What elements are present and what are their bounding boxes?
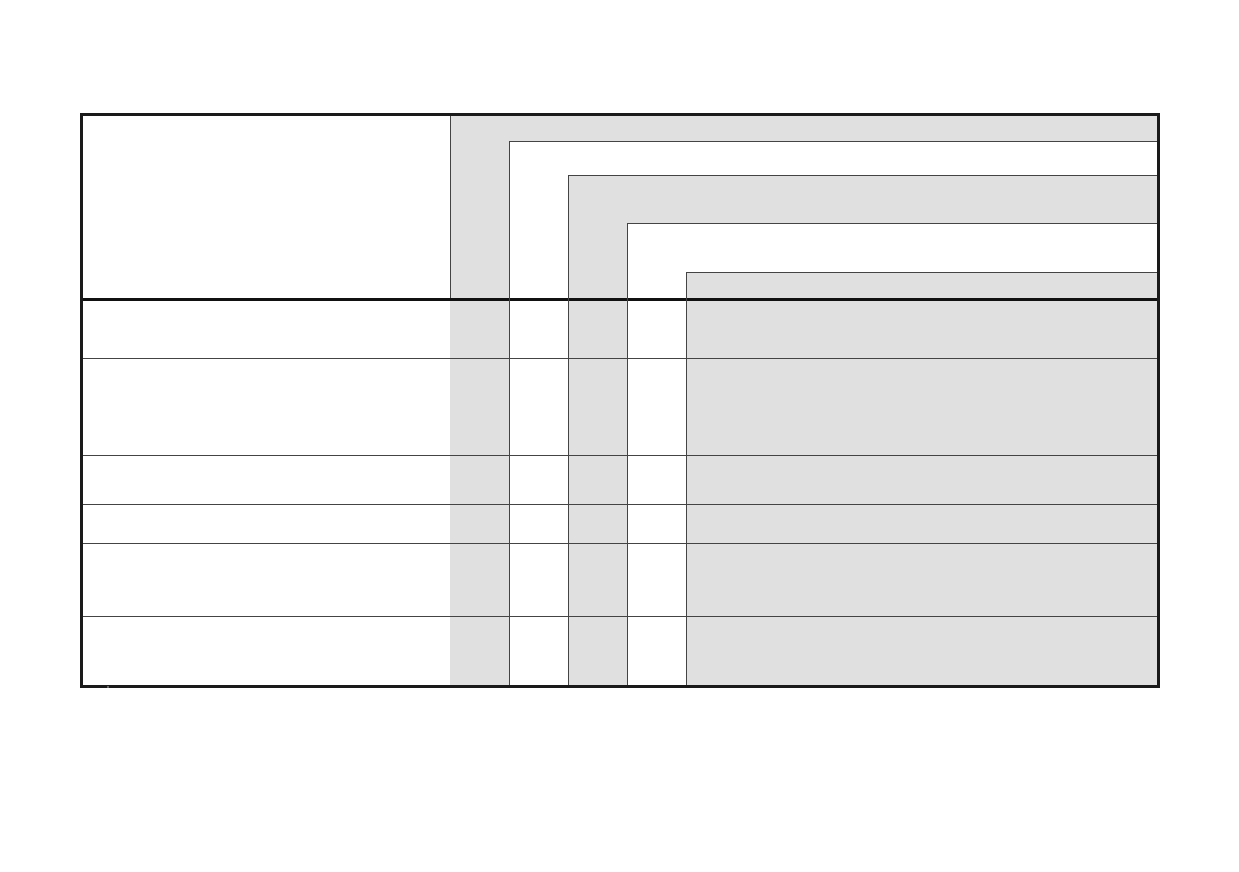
row-cell-c1 bbox=[450, 505, 509, 543]
row-cell-c3 bbox=[568, 544, 627, 616]
header-row-label-cell bbox=[83, 116, 450, 298]
row-cell-c3 bbox=[568, 505, 627, 543]
row-cell-c1 bbox=[450, 301, 509, 358]
column-divider bbox=[568, 175, 569, 685]
header-level-5 bbox=[686, 272, 1157, 298]
row-cell-c2 bbox=[509, 456, 568, 504]
row-cell-c5 bbox=[686, 359, 1157, 455]
row-cell-c2 bbox=[509, 505, 568, 543]
row-cell-c5 bbox=[686, 301, 1157, 358]
row-cell-c3 bbox=[568, 359, 627, 455]
table-row bbox=[83, 301, 1157, 358]
row-cell-c3 bbox=[568, 456, 627, 504]
column-divider bbox=[627, 223, 628, 685]
column-divider bbox=[686, 272, 687, 685]
row-cell-c2 bbox=[509, 544, 568, 616]
header-bottom-rule bbox=[83, 298, 1157, 301]
row-cell-c4 bbox=[627, 456, 686, 504]
row-label-cell bbox=[83, 301, 450, 358]
row-divider bbox=[83, 504, 1157, 505]
row-cell-c4 bbox=[627, 359, 686, 455]
row-divider bbox=[83, 543, 1157, 544]
row-cell-c1 bbox=[450, 617, 509, 685]
row-cell-c5 bbox=[686, 505, 1157, 543]
table-row bbox=[83, 359, 1157, 455]
row-cell-c1 bbox=[450, 544, 509, 616]
row-cell-c1 bbox=[450, 359, 509, 455]
row-cell-c3 bbox=[568, 301, 627, 358]
table-row bbox=[83, 544, 1157, 616]
table-row bbox=[83, 617, 1157, 685]
nested-header-table bbox=[80, 113, 1160, 688]
row-cell-c4 bbox=[627, 301, 686, 358]
row-label-cell bbox=[83, 617, 450, 685]
table-row bbox=[83, 505, 1157, 543]
table-row bbox=[83, 456, 1157, 504]
column-divider bbox=[509, 141, 510, 685]
row-label-cell bbox=[83, 544, 450, 616]
row-cell-c3 bbox=[568, 617, 627, 685]
corner-mark bbox=[107, 686, 109, 688]
row-cell-c2 bbox=[509, 617, 568, 685]
row-cell-c5 bbox=[686, 456, 1157, 504]
row-cell-c1 bbox=[450, 456, 509, 504]
row-cell-c4 bbox=[627, 617, 686, 685]
row-cell-c2 bbox=[509, 359, 568, 455]
row-cell-c4 bbox=[627, 505, 686, 543]
row-divider bbox=[83, 616, 1157, 617]
row-cell-c5 bbox=[686, 544, 1157, 616]
row-cell-c4 bbox=[627, 544, 686, 616]
row-divider bbox=[83, 358, 1157, 359]
row-divider bbox=[83, 455, 1157, 456]
row-label-cell bbox=[83, 505, 450, 543]
row-label-cell bbox=[83, 359, 450, 455]
row-label-cell bbox=[83, 456, 450, 504]
row-cell-c2 bbox=[509, 301, 568, 358]
row-cell-c5 bbox=[686, 617, 1157, 685]
